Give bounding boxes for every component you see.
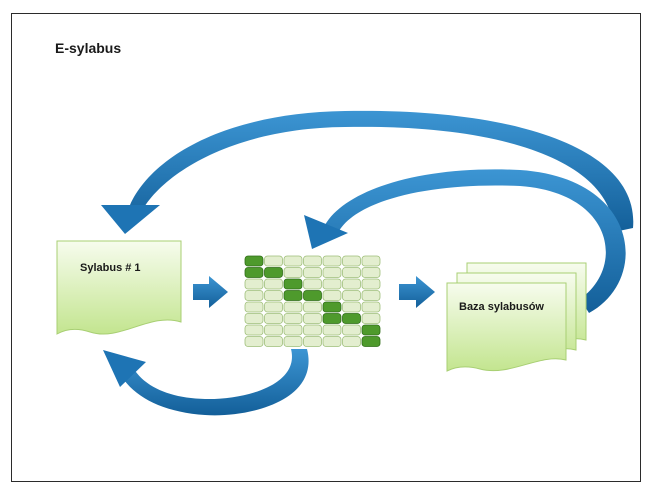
matrix-cell [322,267,342,278]
feedback-arrow-bottom-head [103,350,146,387]
arrow-to-baza [399,276,435,308]
matrix-cell-highlight [342,313,361,324]
matrix-cell [303,255,322,267]
matrix-cell-highlight [244,267,264,278]
feedback-arrow-top [130,110,634,232]
matrix-cell [303,278,322,290]
matrix-cell [342,278,361,290]
matrix-cell [303,301,322,313]
matrix-cell [342,301,361,313]
matrix-cell [342,324,361,336]
matrix-cell-highlight [361,336,381,347]
page-title: E-sylabus [55,40,122,56]
matrix-cell [264,336,283,347]
matrix-cell [244,313,264,324]
matrix-cell [283,267,303,278]
matrix-cell [322,290,342,301]
matrix-cell [361,313,381,324]
matrix-cell [264,290,283,301]
matrix-cell [283,301,303,313]
matrix-cell [322,278,342,290]
feedback-arrow-bottom [118,349,309,416]
matrix-cell-highlight [283,278,303,290]
matrix-cell [244,278,264,290]
feedback-arrow-baza [325,169,626,313]
correlation-matrix [244,255,381,347]
matrix-cell [283,255,303,267]
matrix-cell [361,290,381,301]
matrix-cell [303,313,322,324]
matrix-cell [303,336,322,347]
matrix-cell [342,255,361,267]
arrow-to-matrix [193,276,228,308]
matrix-cell [342,336,361,347]
matrix-cell [361,267,381,278]
matrix-cell [264,313,283,324]
sylabus-document [56,240,182,335]
matrix-cell-highlight [303,290,322,301]
matrix-cell [361,301,381,313]
matrix-cell [283,313,303,324]
matrix-cell [322,324,342,336]
matrix-cell [361,278,381,290]
matrix-cell [264,301,283,313]
matrix-cell [264,278,283,290]
matrix-cell [283,336,303,347]
matrix-cell [244,336,264,347]
matrix-cell-highlight [264,267,283,278]
matrix-cell [264,255,283,267]
feedback-arrow-baza-head [304,215,348,249]
matrix-cell-highlight [244,255,264,267]
matrix-cell [322,336,342,347]
baza-document-front [446,282,567,372]
matrix-cell [322,255,342,267]
matrix-cell [244,301,264,313]
matrix-cell [303,267,322,278]
feedback-arrow-top-head [101,205,160,234]
matrix-cell [244,324,264,336]
matrix-cell-highlight [322,301,342,313]
matrix-cell [244,290,264,301]
matrix-cell-highlight [283,290,303,301]
matrix-cell-highlight [361,324,381,336]
sylabus-label: Sylabus # 1 [80,262,141,274]
matrix-cell-highlight [322,313,342,324]
matrix-cell [342,290,361,301]
matrix-cell [361,255,381,267]
baza-label: Baza sylabusów [459,301,544,313]
matrix-cell [283,324,303,336]
matrix-cell [264,324,283,336]
matrix-cell [303,324,322,336]
matrix-cell [342,267,361,278]
